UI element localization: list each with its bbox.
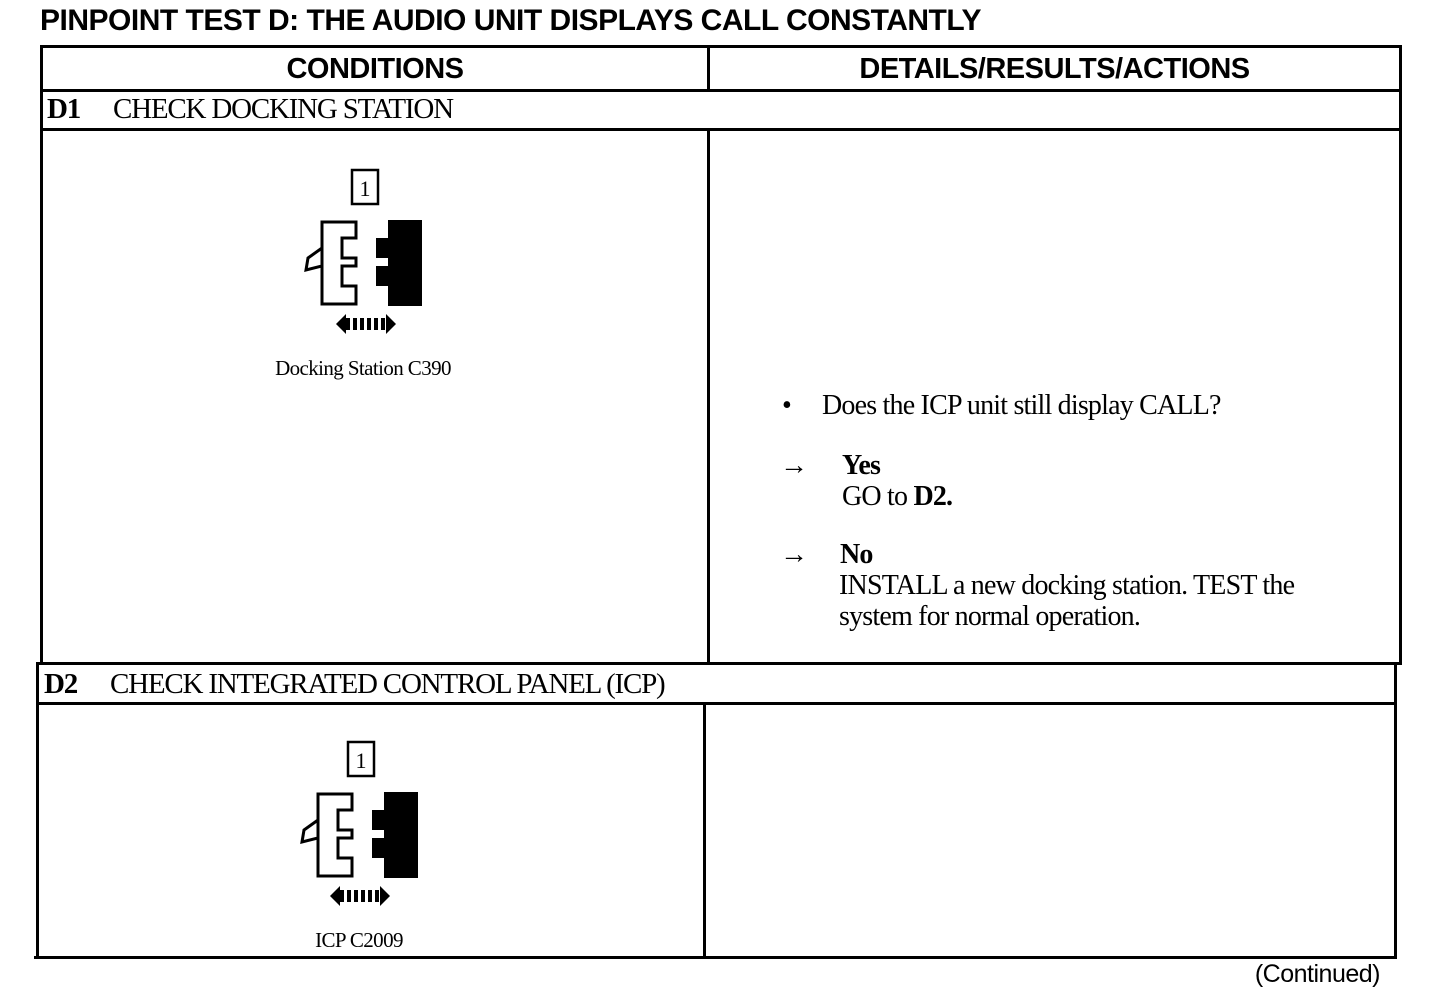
d1-yes-action: GO to D2.	[842, 481, 953, 513]
d1-no-action-line-2: system for normal operation.	[839, 601, 1141, 632]
step-d1-title-row: D1 CHECK DOCKING STATION	[47, 93, 454, 126]
step-d1-id: D1	[47, 93, 81, 125]
d2-title-separator-bottom	[36, 702, 1397, 705]
column-divider-d2	[703, 702, 706, 958]
docking-station-connector-icon: 1	[296, 162, 436, 342]
step-d1-title: CHECK DOCKING STATION	[113, 93, 454, 125]
step-d2-id: D2	[44, 668, 78, 700]
docking-station-caption: Docking Station C390	[275, 356, 451, 380]
column-divider-d1	[707, 128, 710, 664]
table-border-top	[40, 45, 1402, 48]
table-border-bottom	[34, 956, 1397, 959]
step-d2-title: CHECK INTEGRATED CONTROL PANEL (ICP)	[110, 668, 666, 700]
column-header-details: DETAILS/RESULTS/ACTIONS	[859, 53, 1250, 85]
icp-pin-label: 1	[356, 748, 367, 773]
table-border-left-lower	[36, 662, 39, 958]
table-border-left	[40, 45, 43, 665]
continued-note: (Continued)	[1254, 960, 1381, 988]
column-divider-header	[707, 45, 710, 91]
icp-connector-icon: 1	[290, 734, 430, 914]
d1-question-bullet: •	[782, 390, 792, 421]
d1-no-action-line-1: INSTALL a new docking station. TEST the	[839, 570, 1295, 601]
header-separator	[40, 89, 1402, 92]
icp-caption: ICP C2009	[315, 928, 403, 952]
d1-no-label: No	[840, 539, 873, 570]
d2-title-separator-top	[36, 662, 1400, 665]
d1-yes-label: Yes	[842, 450, 881, 481]
d1-no-arrow: →	[780, 539, 808, 570]
table-border-right	[1399, 45, 1402, 665]
d1-yes-arrow: →	[780, 450, 808, 481]
d1-title-separator	[40, 128, 1402, 131]
docking-station-pin-label: 1	[360, 176, 371, 201]
table-border-right-lower	[1394, 662, 1397, 958]
column-header-conditions: CONDITIONS	[286, 53, 464, 85]
d1-question: Does the ICP unit still display CALL?	[822, 390, 1221, 421]
d1-yes-action-ref: D2.	[913, 481, 953, 512]
step-d2-title-row: D2 CHECK INTEGRATED CONTROL PANEL (ICP)	[44, 668, 666, 701]
page-title: PINPOINT TEST D: THE AUDIO UNIT DISPLAYS…	[40, 4, 981, 37]
d1-yes-action-text: GO to	[842, 481, 908, 512]
